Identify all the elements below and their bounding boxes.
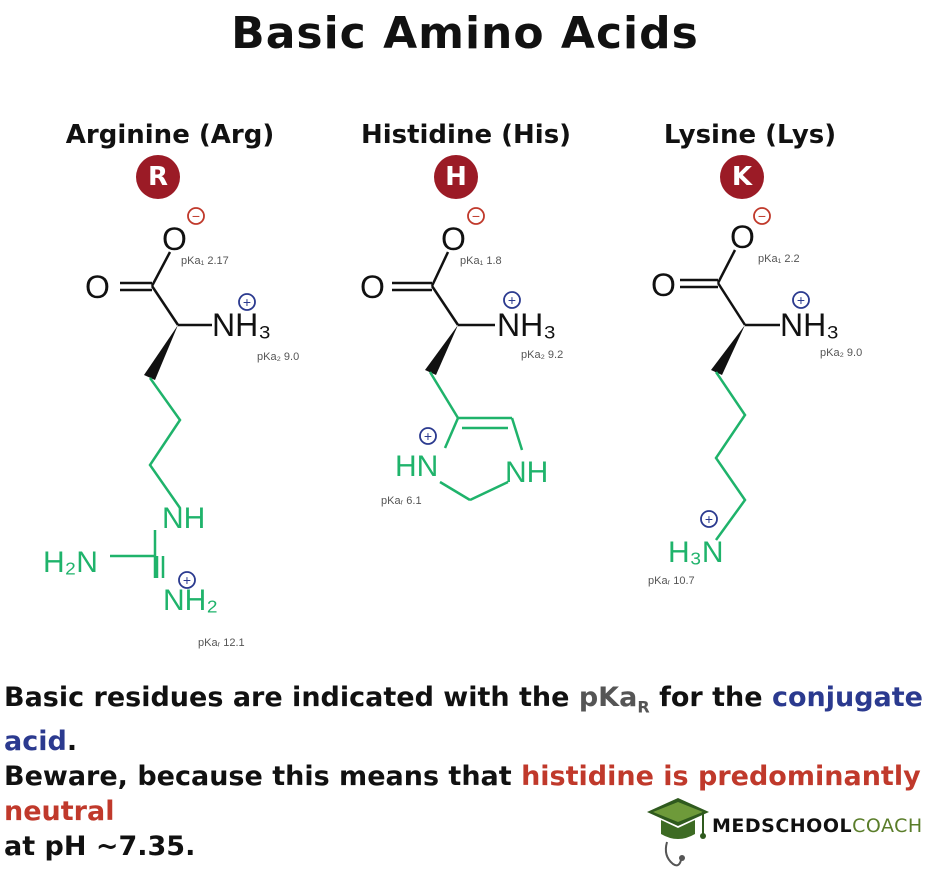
arginine-h2n: H₂N bbox=[43, 546, 98, 579]
brand-logo-light: COACH bbox=[852, 815, 923, 837]
histidine-ring-hn: HN bbox=[395, 450, 438, 483]
lysine-h3n: H₃N bbox=[668, 536, 724, 569]
note-line2-a: Beware, because this means that bbox=[4, 761, 522, 793]
histidine-imidazolium-plus: + bbox=[424, 428, 432, 444]
note-histidine-warning: histidine is predominantly neutral bbox=[4, 761, 921, 828]
lysine-pka2: pKa₂ 9.0 bbox=[820, 347, 862, 359]
histidine-pkar: pKaᵣ 6.1 bbox=[381, 495, 422, 507]
page-title: Basic Amino Acids bbox=[231, 8, 699, 59]
arginine-code-badge: R bbox=[136, 155, 180, 199]
arginine-nh2: NH₂ bbox=[163, 584, 218, 617]
histidine-carboxylate-o-minus: O bbox=[441, 221, 466, 257]
arginine-pka1: pKa₁ 2.17 bbox=[181, 255, 229, 267]
arginine-guanidinium-plus: + bbox=[183, 572, 191, 588]
note-line3: at pH ~7.35. bbox=[4, 831, 196, 863]
arginine-amino-nh3: NH₃ bbox=[212, 307, 271, 343]
arginine-carbonyl-o: O bbox=[85, 269, 110, 305]
lysine-amino-nh3: NH₃ bbox=[780, 307, 839, 343]
graduation-cap-logo-icon bbox=[647, 798, 709, 867]
arginine-nh: NH bbox=[162, 502, 205, 535]
arginine-structure: O − O NH₃ + pKa₁ 2.17 pKa₂ 9.0 NH H₂N NH… bbox=[43, 207, 299, 649]
lysine-pkar: pKaᵣ 10.7 bbox=[648, 575, 695, 587]
structures-diagram: O − O NH₃ + pKa₁ 2.17 pKa₂ 9.0 NH H₂N NH… bbox=[43, 207, 862, 649]
lysine-name: Lysine (Lys) bbox=[663, 120, 837, 150]
histidine-amino-plus: + bbox=[508, 292, 516, 308]
arginine-minus-sign: − bbox=[192, 208, 200, 224]
arginine-amino-plus: + bbox=[243, 294, 251, 310]
histidine-name: Histidine (His) bbox=[360, 120, 572, 150]
histidine-minus-sign: − bbox=[472, 208, 480, 224]
arginine-pka2: pKa₂ 9.0 bbox=[257, 351, 299, 363]
lysine-code-badge: K bbox=[720, 155, 764, 199]
note-pka: pKa bbox=[578, 682, 638, 713]
brand-logo-text: MEDSCHOOLCOACH bbox=[712, 815, 923, 837]
lysine-ammonium-plus: + bbox=[705, 511, 713, 527]
histidine-code-badge: H bbox=[434, 155, 478, 199]
lysine-pka1: pKa₁ 2.2 bbox=[758, 253, 800, 265]
histidine-pka2: pKa₂ 9.2 bbox=[521, 349, 563, 361]
histidine-carbonyl-o: O bbox=[360, 269, 385, 305]
arginine-name: Arginine (Arg) bbox=[65, 120, 275, 150]
lysine-minus-sign: − bbox=[758, 208, 766, 224]
histidine-structure: O − O NH₃ + pKa₁ 1.8 pKa₂ 9.2 HN + NH pK… bbox=[360, 207, 563, 507]
lysine-structure: O − O NH₃ + pKa₁ 2.2 pKa₂ 9.0 H₃N + pKaᵣ… bbox=[648, 207, 862, 587]
note-line1-a: Basic residues are indicated with the bbox=[4, 682, 579, 713]
note-pka-subscript: R bbox=[637, 697, 650, 717]
histidine-pka1: pKa₁ 1.8 bbox=[460, 255, 502, 267]
arginine-pkar: pKaᵣ 12.1 bbox=[198, 637, 245, 649]
explanation-note: Basic residues are indicated with the pK… bbox=[4, 680, 924, 864]
lysine-carbonyl-o: O bbox=[651, 267, 676, 303]
lysine-carboxylate-o-minus: O bbox=[730, 219, 755, 255]
note-line1-c: . bbox=[66, 726, 78, 758]
histidine-amino-nh3: NH₃ bbox=[497, 307, 556, 343]
note-conjugate-acid: conjugate acid bbox=[4, 682, 923, 758]
arginine-carboxylate-o-minus: O bbox=[162, 221, 187, 257]
note-line1-b: for the bbox=[649, 682, 772, 713]
lysine-amino-plus: + bbox=[797, 292, 805, 308]
brand-logo-bold: MEDSCHOOL bbox=[712, 815, 853, 837]
histidine-ring-nh: NH bbox=[505, 456, 548, 489]
